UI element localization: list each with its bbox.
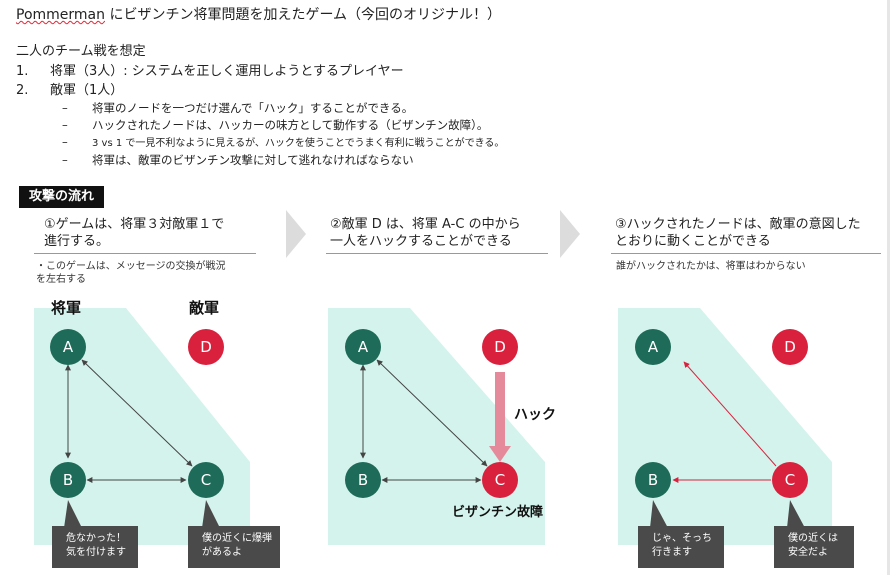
- list-item: – 将軍は、敵軍のビザンチン攻撃に対して逃れなければならない: [62, 152, 504, 169]
- step-arrow-icon: [560, 210, 580, 258]
- step-2-line2: 一人をハックすることができる: [330, 234, 512, 249]
- bubble-tail: [64, 500, 82, 528]
- node-c: [188, 462, 224, 498]
- step-1-line1: ①ゲームは、将軍３対敵軍１で: [44, 217, 225, 232]
- step-3-note-line1: 誰がハックされたかは、将軍はわからない: [616, 261, 806, 272]
- bubble-tail: [787, 500, 805, 528]
- dash-bullet: –: [62, 153, 68, 167]
- step-2-rule: [326, 253, 548, 254]
- enemy-label: 敵軍: [189, 299, 220, 317]
- edge-a-c: [81, 359, 193, 467]
- list-text: 3 vs 1 で一見不利なように見えるが、ハックを使うことでうまく有利に戦うこと…: [92, 138, 505, 149]
- list-item: – 3 vs 1 で一見不利なように見えるが、ハックを使うことでうまく有利に戦うこ…: [62, 134, 504, 152]
- list-item: 2. 敵軍（1人）: [16, 81, 404, 100]
- list-text: 将軍のノードを一つだけ選んで「ハック」することができる。: [92, 101, 414, 115]
- node-a-label: A: [63, 338, 74, 356]
- node-d: [188, 329, 224, 365]
- step-2-caption: ②敵軍 D は、将軍 A-C の中から 一人をハックすることができる: [330, 216, 550, 250]
- list-item: – 将軍のノードを一つだけ選んで「ハック」することができる。: [62, 100, 504, 117]
- step-2-line1: ②敵軍 D は、将軍 A-C の中から: [330, 217, 521, 232]
- node-d-label: D: [784, 338, 796, 356]
- enemy-rules-list: – 将軍のノードを一つだけ選んで「ハック」することができる。 – ハックされたノード…: [62, 100, 504, 169]
- node-b-label: B: [648, 471, 658, 489]
- step-3-rule: [611, 253, 881, 254]
- list-item: 1. 将軍（3人）: システムを正しく運用しようとするプレイヤー: [16, 62, 404, 81]
- bubble-line: 危なかった！: [66, 533, 126, 544]
- step-arrow-icon: [286, 210, 306, 258]
- step-1-line2: 進行する。: [44, 234, 110, 249]
- title-brand: Pommerman: [16, 7, 105, 23]
- step-1-caption: ①ゲームは、将軍３対敵軍１で 進行する。: [44, 216, 259, 250]
- step-3-line2: とおりに動くことができる: [615, 234, 771, 249]
- player-list: 1. 将軍（3人）: システムを正しく運用しようとするプレイヤー 2. 敵軍（1人）: [16, 62, 404, 100]
- node-a-label: A: [358, 338, 369, 356]
- bubble-line: 安全だよ: [788, 547, 828, 558]
- step-3-line1: ③ハックされたノードは、敵軍の意図した: [615, 217, 861, 232]
- title-rest: にビザンチン将軍問題を加えたゲーム（今回のオリジナル！）: [105, 7, 502, 23]
- bubble-line: 僕の近くに爆弾: [202, 533, 272, 544]
- step-1-note: ・このゲームは、メッセージの交換が戦況 を左右する: [36, 260, 261, 286]
- list-number: 2.: [16, 83, 29, 98]
- list-text: 将軍（3人）: システムを正しく運用しようとするプレイヤー: [50, 64, 404, 79]
- generals-label: 将軍: [51, 299, 82, 317]
- step-1-rule: [34, 253, 256, 254]
- node-a: [345, 329, 381, 365]
- section-title: 攻撃の流れ: [19, 186, 105, 208]
- window-edge: [887, 0, 890, 575]
- speech-bubble-c: 僕の近くは 安全だよ: [774, 526, 854, 568]
- bubble-tail: [202, 500, 220, 528]
- hack-arrow-head: [489, 446, 511, 462]
- step-1-note-line2: を左右する: [36, 274, 86, 285]
- dash-bullet: –: [62, 135, 68, 149]
- node-d: [482, 329, 518, 365]
- node-b-label: B: [358, 471, 368, 489]
- node-b-label: B: [63, 471, 73, 489]
- page-title: Pommerman にビザンチン将軍問題を加えたゲーム（今回のオリジナル！）: [16, 4, 501, 24]
- bubble-line: があるよ: [202, 547, 242, 558]
- edge-a-c: [376, 359, 488, 467]
- byzantine-label: ビザンチン故障: [452, 505, 544, 520]
- node-a-label: A: [648, 338, 659, 356]
- node-c-hacked: [772, 462, 808, 498]
- node-b: [345, 462, 381, 498]
- bubble-line: じゃ、そっち: [652, 533, 712, 544]
- dash-bullet: –: [62, 118, 68, 132]
- bubble-line: 僕の近くは: [788, 533, 838, 544]
- node-d-label: D: [494, 338, 506, 356]
- list-text: 敵軍（1人）: [50, 83, 124, 98]
- edge-c-a-red: [683, 361, 777, 467]
- node-c-hacked: [482, 462, 518, 498]
- node-c-label: C: [785, 471, 795, 489]
- list-number: 1.: [16, 64, 29, 79]
- node-d: [772, 329, 808, 365]
- node-a: [50, 329, 86, 365]
- intro-text: 二人のチーム戦を想定: [16, 44, 146, 59]
- bubble-line: 気を付けます: [66, 547, 126, 558]
- dash-bullet: –: [62, 101, 68, 115]
- speech-bubble-b: じゃ、そっち 行きます: [638, 526, 724, 568]
- node-a: [635, 329, 671, 365]
- step-3-note: 誰がハックされたかは、将軍はわからない: [616, 260, 886, 273]
- list-text: 将軍は、敵軍のビザンチン攻撃に対して逃れなければならない: [92, 153, 414, 167]
- node-d-label: D: [200, 338, 212, 356]
- hack-label: ハック: [514, 407, 556, 423]
- speech-bubble-c: 僕の近くに爆弾 があるよ: [188, 526, 280, 568]
- step-1-note-line1: ・このゲームは、メッセージの交換が戦況: [36, 261, 226, 272]
- node-c-label: C: [495, 471, 505, 489]
- node-b: [50, 462, 86, 498]
- list-text: ハックされたノードは、ハッカーの味方として動作する（ビザンチン故障）。: [92, 118, 489, 132]
- bubble-tail: [650, 500, 668, 528]
- hack-arrow-shaft: [495, 372, 505, 448]
- speech-bubble-b: 危なかった！ 気を付けます: [52, 526, 138, 568]
- node-b: [635, 462, 671, 498]
- list-item: – ハックされたノードは、ハッカーの味方として動作する（ビザンチン故障）。: [62, 117, 504, 134]
- node-c-label: C: [201, 471, 211, 489]
- step-3-caption: ③ハックされたノードは、敵軍の意図した とおりに動くことができる: [615, 216, 885, 250]
- bubble-line: 行きます: [652, 547, 692, 558]
